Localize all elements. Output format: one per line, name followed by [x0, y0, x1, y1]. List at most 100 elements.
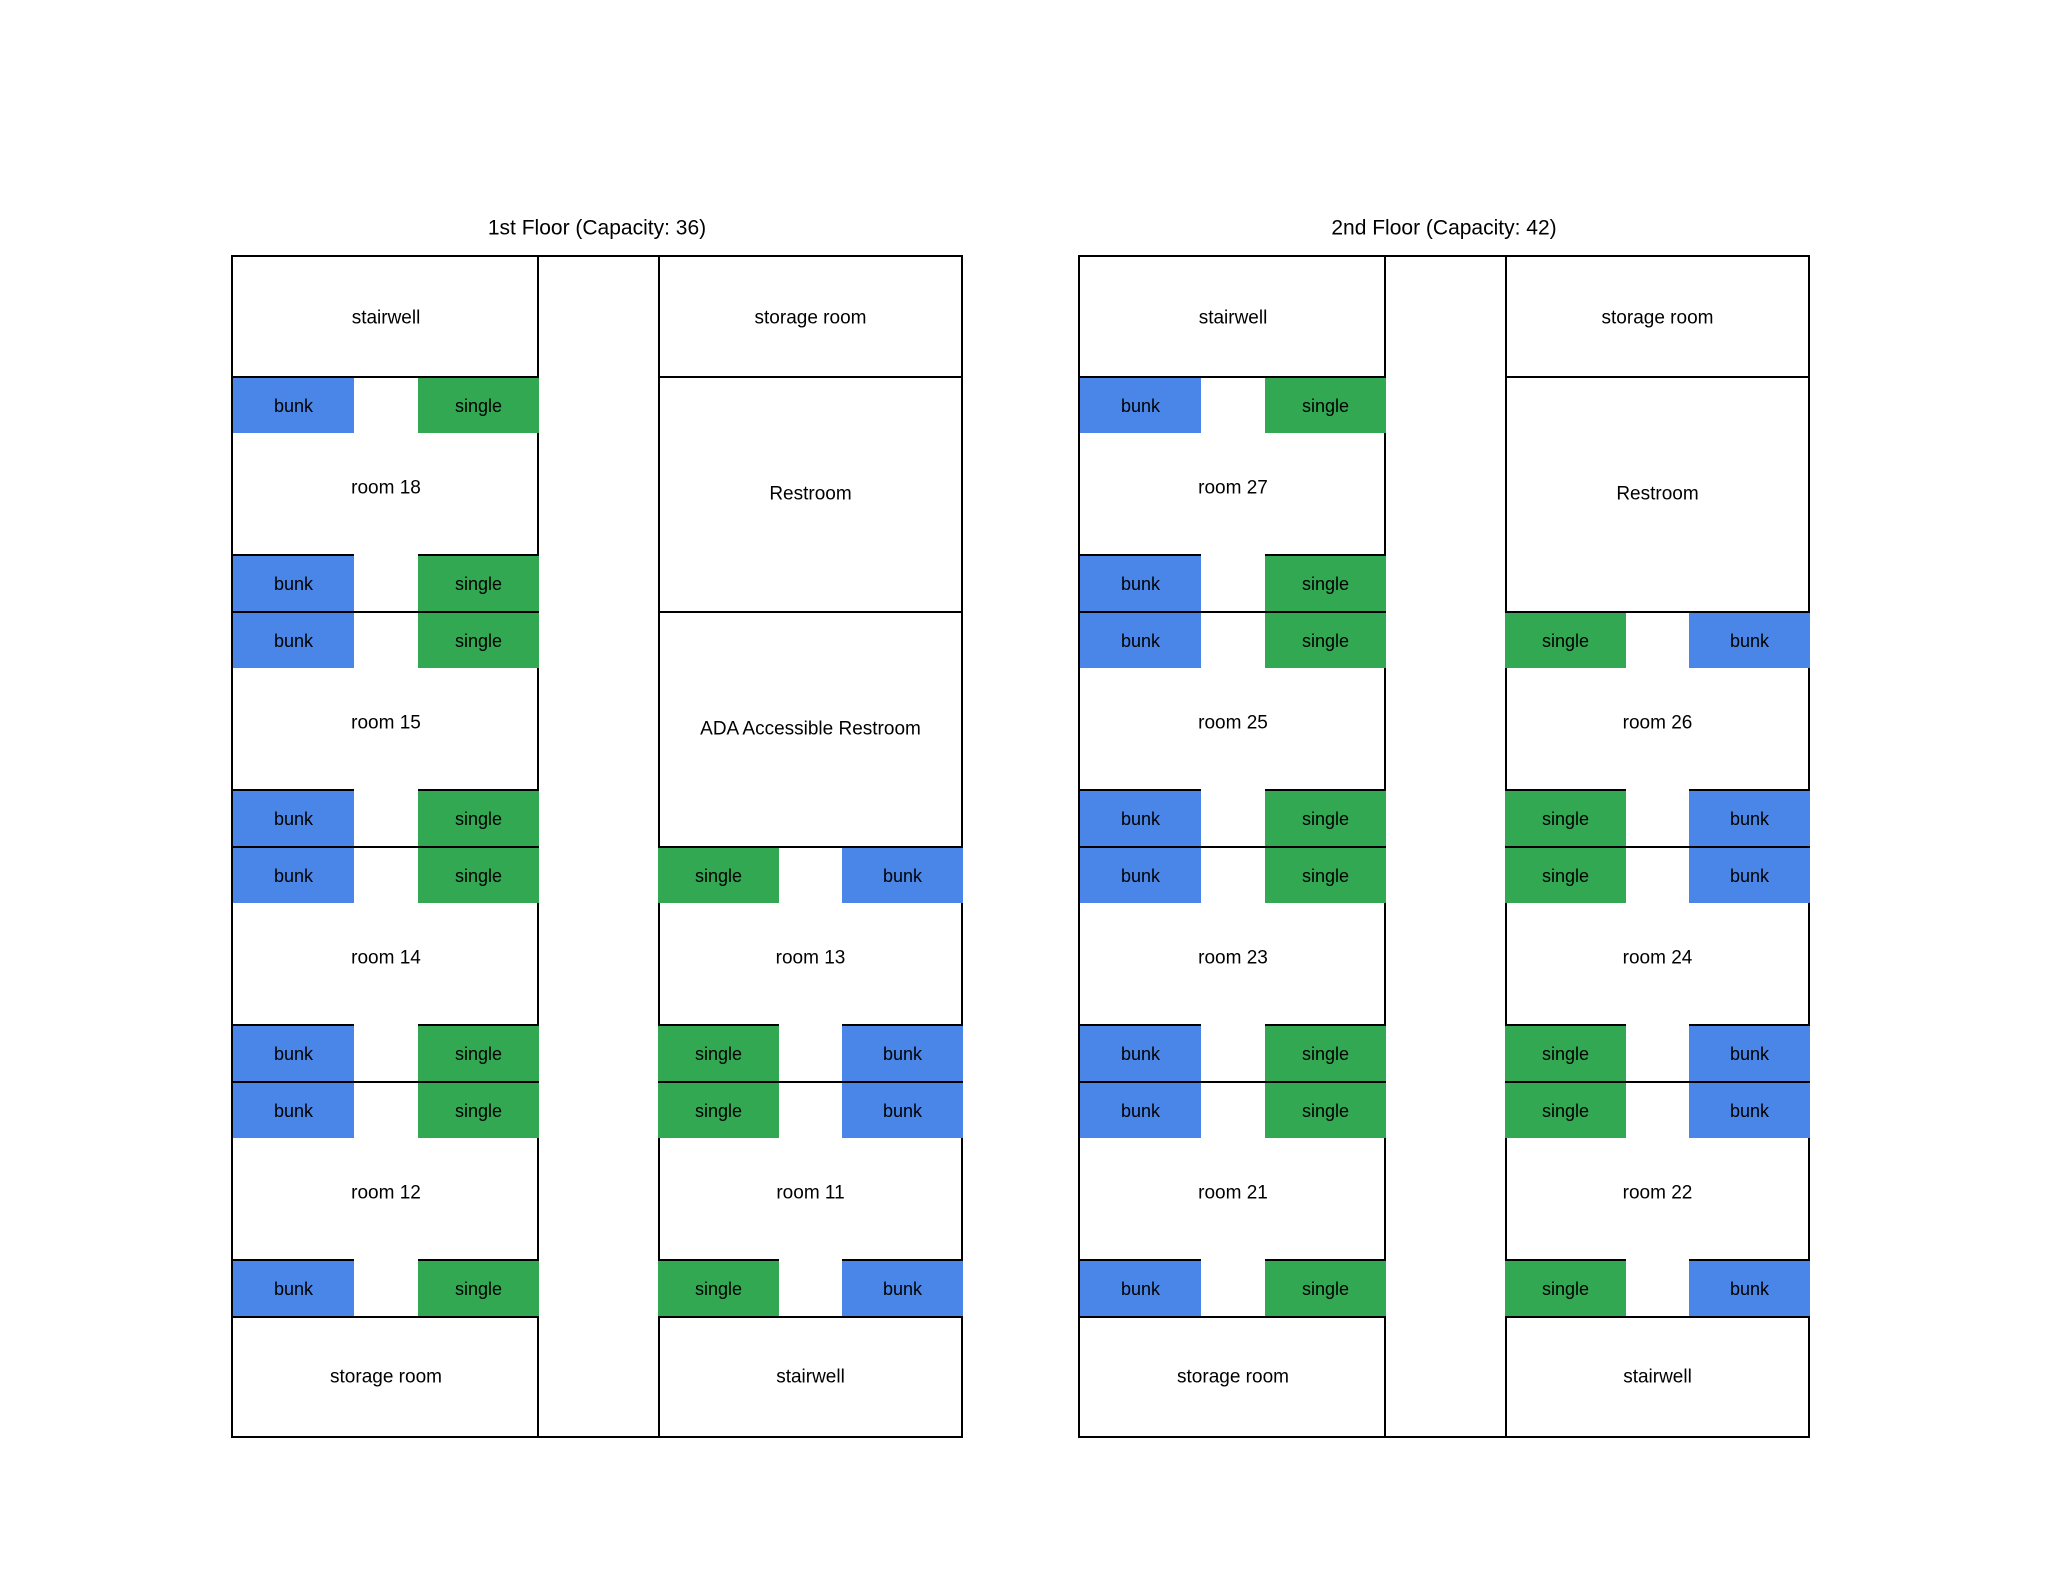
- single-bed: single: [418, 1259, 539, 1316]
- bed-label: single: [694, 1043, 743, 1064]
- bed-label: bunk: [1120, 865, 1161, 886]
- bed-label: single: [1301, 1043, 1350, 1064]
- single-bed: single: [1505, 1259, 1626, 1316]
- bunk-bed: bunk: [842, 846, 963, 903]
- single-bed: single: [658, 1081, 779, 1138]
- wall-divider: [1505, 376, 1810, 378]
- single-bed: single: [658, 846, 779, 903]
- bunk-bed: bunk: [842, 1081, 963, 1138]
- wall-divider: [658, 376, 963, 378]
- single-bed: single: [418, 376, 539, 433]
- bunk-bed: bunk: [1080, 846, 1201, 903]
- bunk-bed: bunk: [1080, 554, 1201, 611]
- bed-label: single: [1301, 808, 1350, 829]
- wall-divider: [658, 611, 963, 613]
- wall-divider: [1505, 1316, 1810, 1318]
- utility-room-label: Restroom: [769, 483, 852, 504]
- utility-room-label: storage room: [754, 307, 867, 328]
- room-label: room 11: [776, 1182, 845, 1204]
- wall-divider: [1505, 846, 1810, 848]
- bed-label: single: [1541, 630, 1590, 651]
- single-bed: single: [1505, 611, 1626, 668]
- utility-room-label: stairwell: [1198, 307, 1268, 328]
- bunk-bed: bunk: [1689, 1081, 1810, 1138]
- bed-label: bunk: [882, 865, 923, 886]
- wall-divider: [233, 846, 539, 848]
- bed-label: bunk: [1120, 395, 1161, 416]
- bed-label: single: [454, 865, 503, 886]
- floor-title: 1st Floor (Capacity: 36): [487, 216, 707, 240]
- bunk-bed: bunk: [233, 1081, 354, 1138]
- room-label: room 22: [1622, 1182, 1693, 1204]
- bunk-bed: bunk: [1689, 611, 1810, 668]
- bed-label: bunk: [1729, 1043, 1770, 1064]
- bunk-bed: bunk: [1689, 789, 1810, 846]
- wall-divider: [1080, 846, 1386, 848]
- bed-label: bunk: [882, 1043, 923, 1064]
- bed-label: single: [454, 808, 503, 829]
- single-bed: single: [658, 1259, 779, 1316]
- bed-label: single: [1301, 865, 1350, 886]
- bed-label: bunk: [273, 630, 314, 651]
- bed-label: single: [454, 395, 503, 416]
- wall-divider: [658, 1081, 963, 1083]
- room-label: room 15: [351, 712, 421, 734]
- bunk-bed: bunk: [1080, 789, 1201, 846]
- bunk-bed: bunk: [1689, 1259, 1810, 1316]
- bunk-bed: bunk: [842, 1259, 963, 1316]
- bed-label: single: [454, 630, 503, 651]
- hallway: [1386, 257, 1507, 1436]
- room-label: room 23: [1198, 947, 1268, 969]
- single-bed: single: [1265, 554, 1386, 611]
- bed-label: bunk: [273, 1100, 314, 1121]
- utility-room-label: storage room: [1177, 1366, 1289, 1388]
- bed-label: single: [454, 1278, 503, 1299]
- single-bed: single: [1265, 1024, 1386, 1081]
- bed-label: bunk: [1729, 630, 1770, 651]
- utility-room-label: stairwell: [351, 307, 421, 328]
- bed-label: single: [1541, 865, 1590, 886]
- wall-divider: [1080, 1081, 1386, 1083]
- room-label: room 12: [351, 1182, 421, 1204]
- bed-label: single: [454, 1100, 503, 1121]
- single-bed: single: [1505, 789, 1626, 846]
- bed-label: single: [1541, 1278, 1590, 1299]
- bunk-bed: bunk: [1689, 1024, 1810, 1081]
- room-label: room 14: [351, 947, 421, 969]
- bed-label: bunk: [1729, 1100, 1770, 1121]
- single-bed: single: [1505, 1024, 1626, 1081]
- single-bed: single: [658, 1024, 779, 1081]
- bunk-bed: bunk: [1080, 1081, 1201, 1138]
- bed-label: single: [1301, 573, 1350, 594]
- bunk-bed: bunk: [233, 376, 354, 433]
- wall-divider: [1080, 376, 1386, 378]
- bed-label: bunk: [882, 1278, 923, 1299]
- bed-label: bunk: [273, 865, 314, 886]
- bed-label: bunk: [1120, 630, 1161, 651]
- bed-label: bunk: [1120, 1043, 1161, 1064]
- bed-label: single: [1301, 395, 1350, 416]
- wall-divider: [658, 1316, 963, 1318]
- bed-label: single: [1301, 630, 1350, 651]
- room-label: room 13: [775, 947, 846, 969]
- bed-label: bunk: [273, 1043, 314, 1064]
- bunk-bed: bunk: [233, 846, 354, 903]
- single-bed: single: [1505, 846, 1626, 903]
- room-label: room 21: [1198, 1182, 1268, 1204]
- bed-label: bunk: [882, 1100, 923, 1121]
- bed-label: single: [694, 865, 743, 886]
- bed-label: bunk: [1729, 808, 1770, 829]
- bunk-bed: bunk: [1080, 1024, 1201, 1081]
- utility-room-label: stairwell: [1623, 1366, 1692, 1388]
- single-bed: single: [1265, 846, 1386, 903]
- bed-label: bunk: [1729, 865, 1770, 886]
- bed-label: bunk: [1120, 573, 1161, 594]
- wall-divider: [658, 846, 963, 848]
- utility-room-label: storage room: [1601, 307, 1714, 328]
- single-bed: single: [1265, 789, 1386, 846]
- single-bed: single: [1265, 611, 1386, 668]
- bed-label: bunk: [273, 808, 314, 829]
- single-bed: single: [1265, 1081, 1386, 1138]
